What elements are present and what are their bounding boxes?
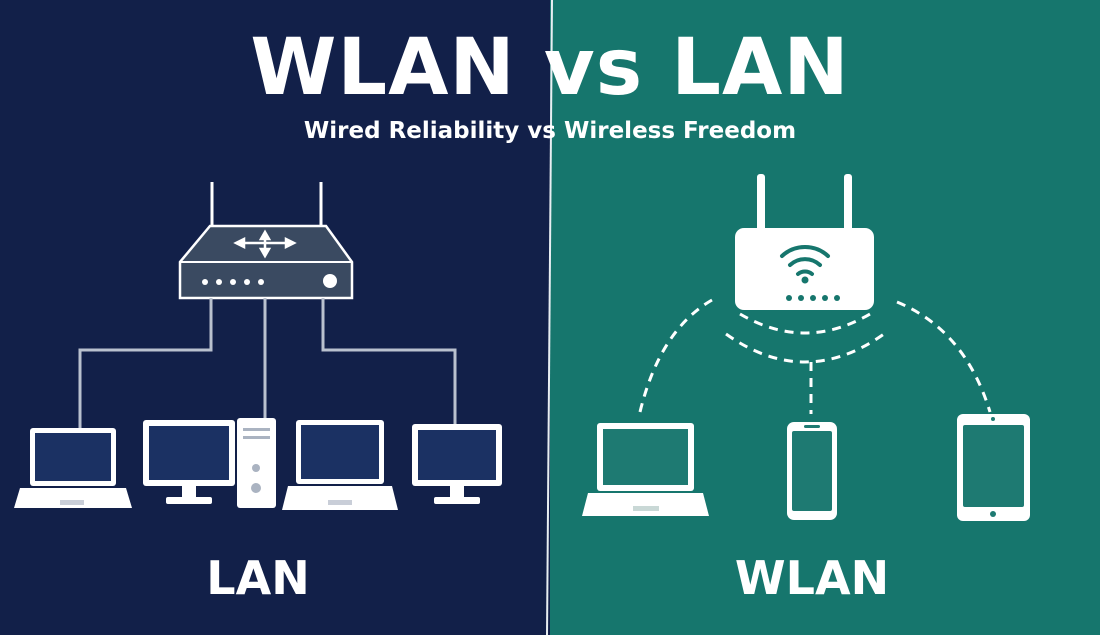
lan-desktop-tower [237,418,276,508]
lan-laptop-2 [282,420,398,510]
wired-router [178,182,354,300]
wireless-router [735,172,874,310]
divider-line [546,0,553,635]
lan-panel [0,0,554,635]
power-button [323,274,337,288]
page-title: WLAN vs LAN [250,23,850,113]
router-antenna-right [842,172,854,236]
wireless-signals [638,298,992,414]
lan-monitor-1 [143,420,235,504]
ethernet-cables [78,298,457,428]
router-leds [202,279,264,285]
router-antenna-left [755,172,767,236]
wlan-tablet [957,414,1030,521]
router-body [735,228,874,310]
lan-laptop-1 [14,428,132,508]
router-leds [786,295,840,301]
arrows-icon [233,229,297,259]
wlan-panel [550,0,1100,635]
wlan-laptop [582,423,709,516]
lan-label: LAN [206,551,310,605]
lan-monitor-2 [412,424,502,504]
wlan-label: WLAN [734,551,890,605]
wifi-icon [780,245,830,276]
wlan-smartphone [787,422,837,520]
page-subtitle: Wired Reliability vs Wireless Freedom [303,118,797,144]
